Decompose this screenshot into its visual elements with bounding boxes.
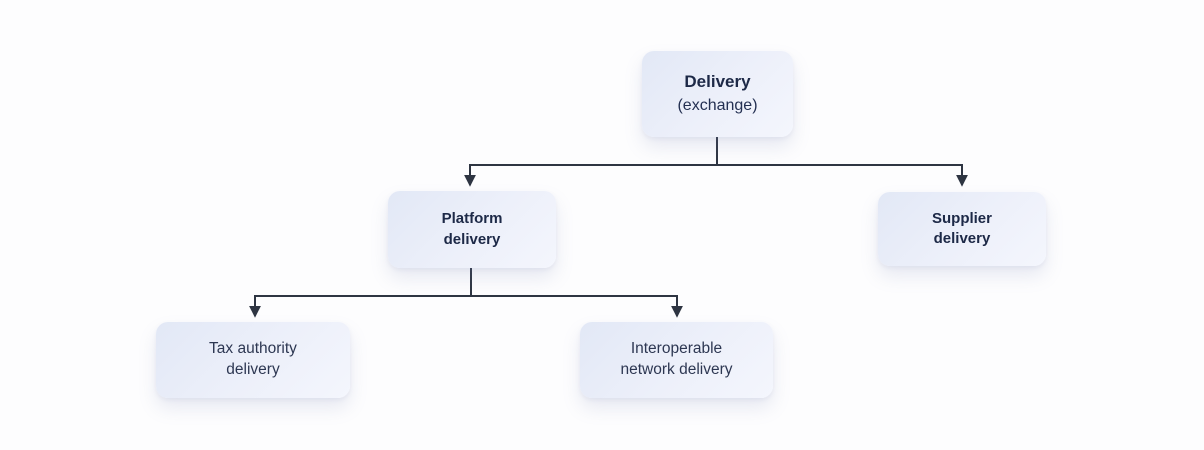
node-tax-authority-delivery-label: Tax authority delivery bbox=[209, 340, 297, 378]
node-delivery-subtitle: (exchange) bbox=[677, 97, 758, 115]
node-delivery: Delivery (exchange) bbox=[642, 51, 793, 137]
node-interoperable-network-delivery-label: Interoperable network delivery bbox=[620, 340, 733, 378]
node-supplier-delivery: Supplier delivery bbox=[878, 192, 1046, 266]
node-interoperable-network-delivery: Interoperable network delivery bbox=[580, 322, 773, 398]
node-platform-delivery: Platform delivery bbox=[388, 191, 556, 268]
node-tax-authority-delivery: Tax authority delivery bbox=[156, 322, 350, 398]
node-platform-delivery-label: Platform delivery bbox=[441, 210, 503, 248]
node-delivery-title: Delivery bbox=[684, 72, 751, 92]
node-supplier-delivery-label: Supplier delivery bbox=[931, 209, 992, 247]
